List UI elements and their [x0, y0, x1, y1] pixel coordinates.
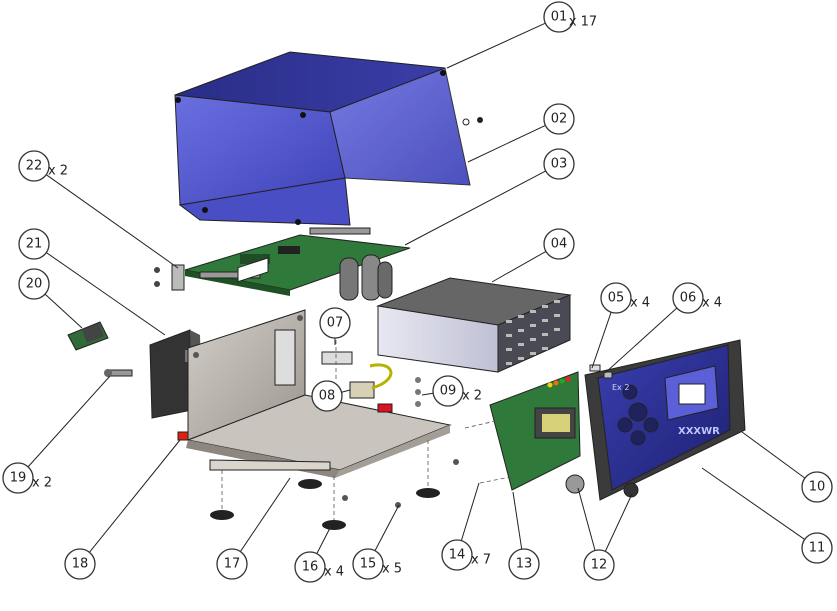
- panel-brand-label: XXXWR: [678, 426, 720, 437]
- callout-balloon-13: 13: [508, 548, 540, 580]
- callout-number-08: 08: [319, 389, 336, 404]
- callout-number-10: 10: [809, 480, 826, 495]
- callout-number-09: 09: [440, 384, 457, 399]
- leader-lines: [27, 22, 806, 554]
- cable-connector: [67, 321, 109, 351]
- callout-balloon-17: 17: [216, 548, 248, 580]
- callout-balloon-12: 12: [583, 549, 615, 581]
- callout-balloon-03: 03: [543, 148, 575, 180]
- callout-quantity-15: x 5: [382, 562, 402, 577]
- callout-number-16: 16: [302, 560, 319, 575]
- callout-number-07: 07: [327, 316, 344, 331]
- leader-line-14: [460, 482, 480, 541]
- callout-balloon-02: 02: [543, 103, 575, 135]
- front-panel: XXXWR Ex 2: [565, 339, 746, 501]
- main-pcb: [184, 227, 411, 301]
- leader-line-22: [45, 174, 179, 269]
- leader-line-13: [512, 491, 523, 550]
- leader-line-09: [421, 392, 434, 396]
- red-terminal: [177, 431, 189, 441]
- leader-line-19: [27, 375, 111, 468]
- callout-number-05: 05: [608, 291, 625, 306]
- callout-balloon-06: 06 x 4: [672, 282, 722, 314]
- power-supply: [376, 277, 572, 373]
- callout-number-15: 15: [360, 557, 377, 572]
- callout-quantity-14: x 7: [471, 553, 491, 568]
- callout-number-20: 20: [26, 277, 43, 292]
- leader-line-01: [446, 22, 546, 69]
- callout-quantity-19: x 2: [32, 476, 52, 491]
- callout-number-18: 18: [72, 557, 89, 572]
- pcb-standoffs: [415, 377, 421, 407]
- callout-balloon-11: 11: [801, 532, 833, 564]
- rubber-feet: [210, 440, 440, 530]
- standoff-screws: [154, 264, 185, 291]
- panel-fasteners: [589, 364, 613, 379]
- callout-number-03: 03: [551, 157, 568, 172]
- callout-balloon-18: 18: [64, 548, 96, 580]
- callout-balloon-04: 04: [543, 228, 575, 260]
- rear-screws: [104, 369, 133, 377]
- callout-balloon-10: 10: [801, 471, 833, 503]
- callout-quantity-09: x 2: [462, 389, 482, 404]
- callout-quantity-05: x 4: [630, 296, 650, 311]
- leader-line-02: [467, 124, 546, 163]
- callout-balloon-21: 21: [18, 228, 50, 260]
- callout-quantity-16: x 4: [324, 565, 344, 580]
- panel-model-label: Ex 2: [612, 383, 629, 392]
- leader-line-10: [741, 431, 806, 479]
- leader-line-18: [89, 439, 181, 553]
- callout-balloon-07: 07: [319, 307, 351, 339]
- callout-balloon-14: 14 x 7: [441, 539, 491, 571]
- leader-line-11: [701, 467, 805, 540]
- leader-line-17: [239, 477, 291, 552]
- callout-number-17: 17: [224, 557, 241, 572]
- leader-line-06: [604, 307, 678, 374]
- callout-number-01: 01: [551, 10, 568, 25]
- top-cover: [174, 51, 483, 226]
- callout-number-02: 02: [551, 112, 568, 127]
- callout-balloon-15: 15 x 5: [352, 548, 402, 580]
- leader-line-12: [604, 493, 633, 552]
- callout-balloon-20: 20: [18, 268, 50, 300]
- callout-balloon-16: 16 x 4: [294, 551, 344, 583]
- callout-number-14: 14: [449, 548, 466, 563]
- base-screws: [342, 459, 459, 508]
- callout-number-19: 19: [10, 471, 27, 486]
- callout-number-11: 11: [809, 541, 826, 556]
- leader-line-21: [46, 252, 166, 336]
- callout-balloon-08: 08: [311, 380, 343, 412]
- callout-number-04: 04: [551, 237, 568, 252]
- callout-number-12: 12: [591, 558, 608, 573]
- callout-balloon-22: 22 x 2: [18, 150, 68, 182]
- leader-line-08: [341, 389, 351, 393]
- leader-line-15: [374, 504, 400, 551]
- front-pcb: [464, 371, 581, 491]
- leader-line-16: [316, 527, 331, 554]
- leader-line-03: [404, 170, 546, 246]
- leader-line-05: [591, 312, 612, 369]
- callout-number-21: 21: [26, 237, 43, 252]
- callout-number-22: 22: [26, 159, 43, 174]
- callout-number-13: 13: [516, 557, 533, 572]
- callout-quantity-01: x 17: [569, 15, 597, 30]
- callout-balloon-05: 05 x 4: [600, 282, 650, 314]
- base-chassis: [186, 257, 452, 478]
- callout-balloon-19: 19 x 2: [2, 462, 52, 494]
- leader-line-20: [44, 293, 83, 329]
- leader-line-04: [491, 250, 547, 283]
- callout-number-06: 06: [680, 291, 697, 306]
- callout-quantity-22: x 2: [48, 164, 68, 179]
- callout-quantity-06: x 4: [702, 296, 722, 311]
- callout-balloon-09: 09 x 2: [432, 375, 482, 407]
- leader-line-12: [577, 487, 596, 551]
